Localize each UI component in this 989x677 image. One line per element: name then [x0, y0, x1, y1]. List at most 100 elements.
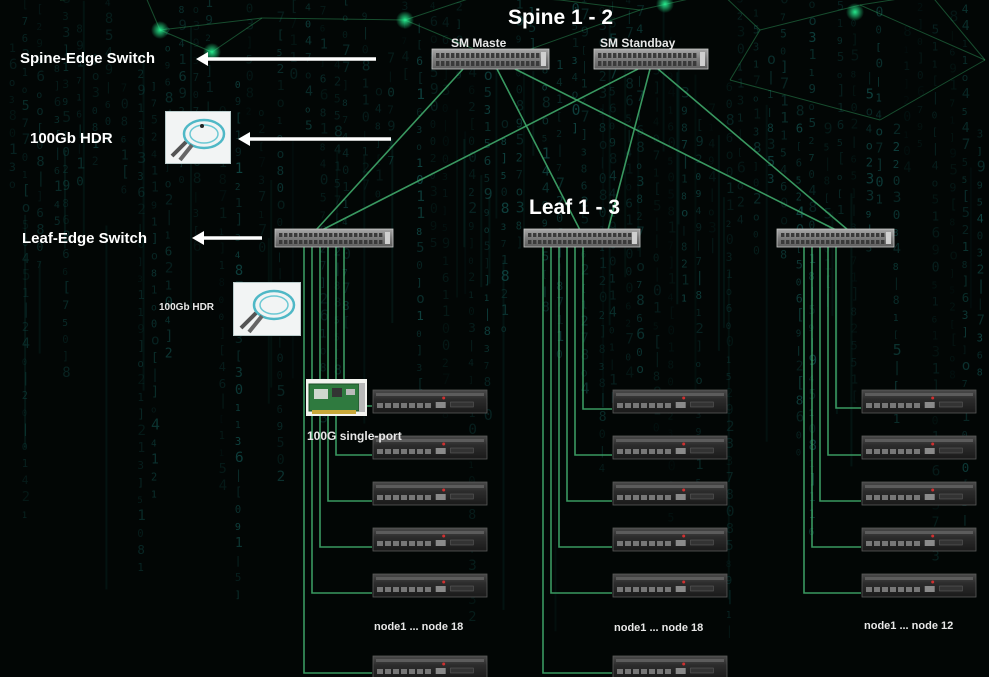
svg-text:]: ] — [516, 236, 524, 251]
svg-text:1: 1 — [949, 79, 957, 94]
svg-text:5: 5 — [277, 48, 283, 59]
svg-text:]: ] — [962, 326, 969, 339]
svg-text:|: | — [416, 23, 422, 34]
svg-text:3: 3 — [977, 127, 983, 140]
svg-text:[: [ — [235, 111, 242, 125]
svg-text:]: ] — [92, 53, 99, 66]
arrow-leaf-edge — [192, 231, 262, 245]
svg-text:|: | — [681, 226, 687, 237]
svg-text:1: 1 — [599, 243, 605, 254]
svg-text:5: 5 — [932, 192, 939, 207]
svg-text:6: 6 — [277, 404, 283, 416]
svg-text:8: 8 — [516, 222, 522, 233]
svg-text:9: 9 — [277, 420, 284, 433]
svg-text:2: 2 — [442, 356, 449, 370]
svg-text:9: 9 — [726, 403, 734, 418]
svg-text:0: 0 — [320, 173, 329, 189]
server-leaf3-4 — [861, 527, 977, 552]
svg-text:8: 8 — [696, 289, 703, 302]
server-leaf2-4 — [612, 527, 728, 552]
svg-text:1: 1 — [442, 304, 450, 320]
svg-text:2: 2 — [277, 469, 286, 485]
svg-text:8: 8 — [636, 140, 645, 156]
svg-text:5: 5 — [824, 143, 830, 154]
svg-text:|: | — [599, 444, 606, 458]
svg-text:1: 1 — [179, 53, 187, 68]
svg-text:7: 7 — [442, 372, 451, 388]
svg-text:7: 7 — [121, 81, 127, 94]
svg-text:8: 8 — [809, 200, 818, 216]
svg-text:3: 3 — [767, 137, 776, 153]
svg-text:4: 4 — [402, 50, 410, 65]
svg-text:|: | — [22, 422, 29, 436]
spine-switch-master — [431, 48, 550, 70]
svg-text:1: 1 — [468, 461, 473, 471]
svg-text:0: 0 — [962, 430, 968, 441]
svg-text:0: 0 — [442, 321, 450, 337]
svg-text:1: 1 — [903, 46, 908, 56]
svg-text:0: 0 — [22, 152, 28, 164]
svg-text:4: 4 — [625, 364, 634, 381]
svg-text:9: 9 — [36, 37, 43, 50]
svg-text:]: ] — [442, 206, 448, 217]
svg-text:8: 8 — [893, 262, 899, 273]
svg-text:7: 7 — [334, 194, 341, 208]
server-leaf2-6 — [612, 655, 728, 677]
svg-text:4: 4 — [636, 22, 643, 36]
svg-text:8: 8 — [334, 295, 342, 310]
svg-text:9: 9 — [668, 72, 674, 83]
svg-text:4: 4 — [334, 142, 342, 157]
svg-text:1: 1 — [726, 181, 735, 197]
svg-text:3: 3 — [932, 549, 940, 565]
svg-text:5: 5 — [753, 23, 760, 36]
link-line — [811, 247, 861, 548]
svg-text:3: 3 — [137, 275, 142, 285]
svg-text:2: 2 — [851, 321, 858, 336]
svg-text:1: 1 — [876, 92, 882, 104]
svg-text:2: 2 — [809, 136, 815, 147]
svg-text:8: 8 — [235, 263, 243, 279]
svg-text:8: 8 — [599, 376, 606, 390]
svg-text:3: 3 — [430, 185, 438, 200]
svg-text:[: [ — [193, 224, 200, 237]
svg-text:2: 2 — [636, 211, 642, 223]
svg-text:4: 4 — [179, 39, 185, 50]
svg-text:5: 5 — [484, 85, 492, 101]
svg-text:9: 9 — [484, 208, 490, 219]
svg-text:1: 1 — [76, 155, 85, 173]
nic-card-icon — [306, 379, 367, 416]
svg-text:2: 2 — [165, 346, 173, 361]
svg-text:1: 1 — [334, 159, 342, 174]
svg-text:|: | — [625, 9, 633, 24]
svg-text:|: | — [54, 145, 62, 160]
svg-text:8: 8 — [796, 393, 804, 408]
svg-text:4: 4 — [54, 200, 60, 211]
svg-text:8: 8 — [726, 112, 735, 129]
svg-text:4: 4 — [625, 0, 631, 6]
svg-text:9: 9 — [796, 329, 802, 340]
svg-text:]: ] — [416, 344, 423, 357]
svg-text:8: 8 — [334, 281, 340, 293]
svg-text:7: 7 — [402, 36, 408, 47]
svg-text:1: 1 — [767, 89, 773, 101]
svg-text:1: 1 — [708, 123, 714, 134]
svg-text:9: 9 — [708, 157, 714, 168]
svg-text:[: [ — [653, 182, 662, 198]
svg-text:1: 1 — [932, 209, 940, 224]
svg-text:7: 7 — [342, 281, 350, 297]
svg-text:3: 3 — [696, 410, 702, 421]
svg-text:1: 1 — [277, 116, 283, 127]
svg-text:[: [ — [824, 193, 830, 205]
svg-text:3: 3 — [977, 333, 983, 344]
svg-text:7: 7 — [501, 239, 507, 250]
svg-text:]: ] — [54, 79, 61, 92]
svg-text:1: 1 — [726, 610, 732, 621]
svg-text:3: 3 — [962, 309, 969, 322]
svg-text:0: 0 — [572, 2, 580, 17]
svg-text:|: | — [625, 127, 633, 143]
svg-text:3: 3 — [9, 160, 16, 174]
svg-text:2: 2 — [92, 155, 99, 168]
svg-text:4: 4 — [22, 252, 30, 267]
svg-text:]: ] — [962, 345, 968, 356]
svg-text:|: | — [165, 208, 174, 225]
